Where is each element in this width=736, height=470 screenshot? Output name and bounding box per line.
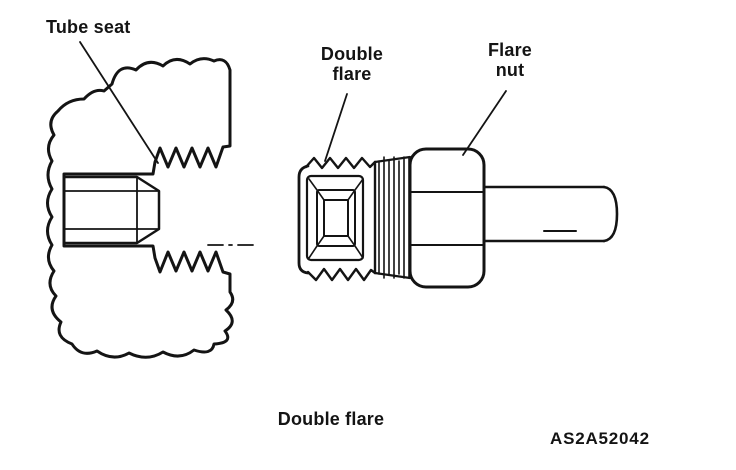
flare-fitting-assembly: [299, 149, 617, 287]
flare-nut: [410, 149, 484, 287]
flare-nut-body: [410, 149, 484, 287]
leader-lines: [80, 42, 506, 163]
tube: [484, 187, 617, 241]
flare-end-bottom-threads: [308, 269, 375, 280]
flare-nut-facet-lines: [410, 192, 484, 245]
flare-nut-callout: Flare nut: [487, 40, 533, 81]
figure-caption: Double flare: [277, 409, 385, 429]
thread-hatching: [375, 157, 410, 278]
tube-seat-plug-facets: [64, 177, 159, 243]
tube-seat-label: Tube seat: [46, 17, 131, 37]
thread-lines: [379, 157, 409, 278]
tube-seat-plug: [64, 177, 159, 243]
flare-nut-leader-line: [463, 91, 506, 155]
flare-end-left-edge: [299, 166, 308, 273]
flare-face-outer: [307, 176, 363, 260]
tube-seat-cross-section: [48, 59, 259, 358]
flare-face-middle: [317, 190, 355, 246]
double-flare-leader-line: [325, 94, 347, 161]
double-flare-callout: Double flare: [320, 44, 384, 85]
flare-corner-chamfers: [309, 179, 363, 258]
tube-walls: [484, 187, 604, 241]
flare-end-top-threads: [306, 158, 375, 168]
fitting-body-outline: [48, 59, 233, 358]
double-flare-end: [299, 158, 375, 280]
flare-mouth: [324, 200, 348, 236]
figure-code: AS2A52042: [550, 429, 650, 448]
tube-seat-leader-line: [80, 42, 158, 163]
tube-end-cap: [604, 187, 617, 241]
